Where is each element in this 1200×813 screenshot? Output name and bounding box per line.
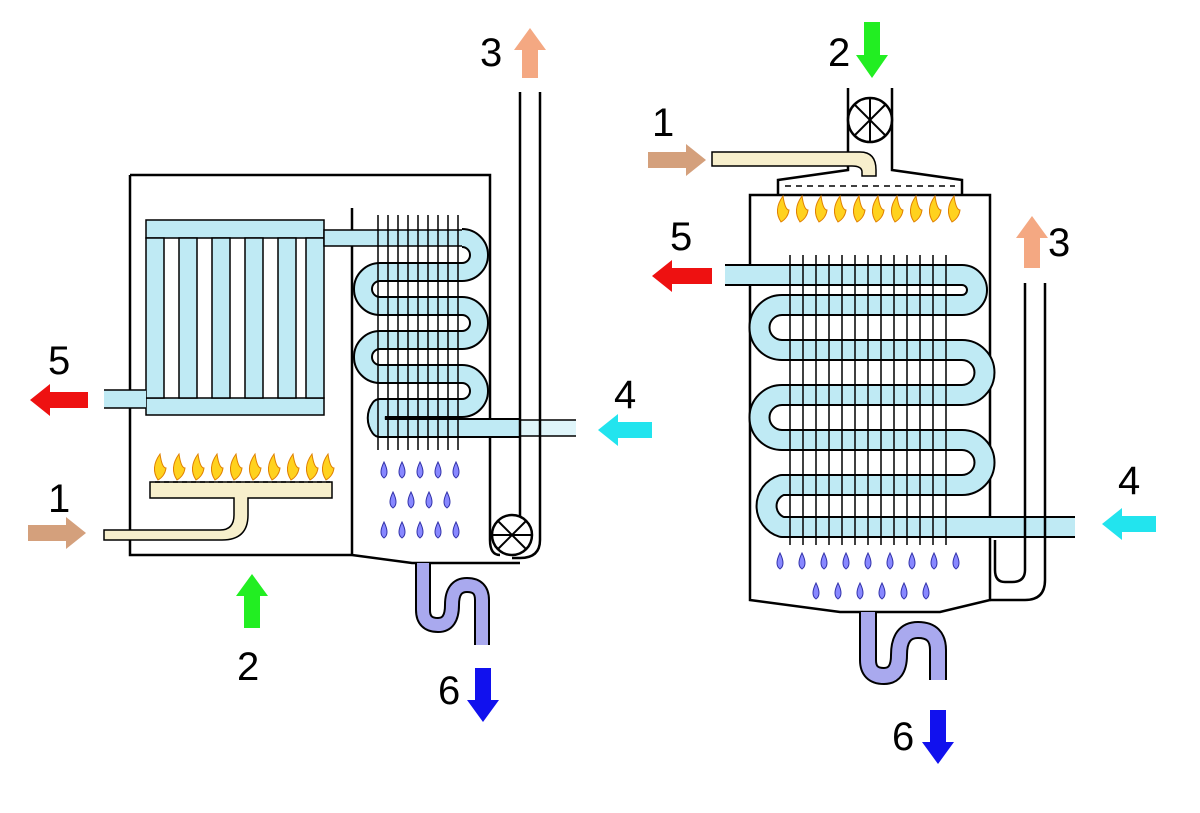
left-arrow-hot-water [30, 384, 88, 416]
left-flames [154, 452, 335, 481]
right-casing [748, 193, 992, 614]
left-arrow-exhaust [514, 28, 546, 78]
right-label-condensate: 6 [892, 715, 914, 759]
left-label-gas: 1 [48, 477, 70, 521]
right-gas-pipe [711, 151, 877, 177]
left-label-exhaust: 3 [480, 31, 502, 75]
right-arrow-hot-water [652, 260, 712, 292]
left-flue-pipe [512, 92, 542, 560]
left-label-cold-water: 4 [614, 373, 636, 417]
left-burner [103, 452, 335, 541]
left-cold-water-pipe [520, 420, 576, 436]
left-label-condensate: 6 [438, 669, 460, 713]
right-label-gas: 1 [652, 101, 674, 145]
right-arrow-air [856, 22, 888, 78]
left-primary-heat-exchanger [104, 219, 465, 416]
right-arrow-cold-water [1102, 508, 1156, 540]
left-arrow-gas [28, 517, 86, 549]
left-arrow-cold-water [598, 414, 652, 446]
left-fan-icon [490, 513, 534, 557]
left-condensate-droplets [380, 460, 460, 539]
left-secondary-coil [353, 215, 520, 450]
right-arrow-exhaust [1016, 216, 1048, 268]
right-flue-pipe [990, 283, 1047, 602]
right-flames [777, 194, 961, 223]
right-arrow-gas [648, 144, 706, 176]
left-label-hot-water: 5 [48, 339, 70, 383]
right-condensate-droplets [776, 551, 960, 600]
left-arrow-air [236, 574, 268, 628]
left-label-air: 2 [237, 645, 259, 689]
right-label-air: 2 [828, 31, 850, 75]
right-boiler: 1 2 3 4 5 6 [648, 22, 1156, 764]
right-fan-icon [846, 96, 894, 144]
right-heat-exchanger-coil [725, 255, 1075, 545]
right-arrow-condensate [922, 710, 954, 764]
left-condensate-tray [351, 553, 520, 565]
right-hood [776, 88, 964, 195]
left-boiler: 1 2 3 4 5 6 [28, 28, 652, 722]
right-label-cold-water: 4 [1118, 459, 1140, 503]
right-label-exhaust: 3 [1048, 221, 1070, 265]
right-label-hot-water: 5 [670, 215, 692, 259]
left-arrow-condensate [467, 668, 499, 722]
